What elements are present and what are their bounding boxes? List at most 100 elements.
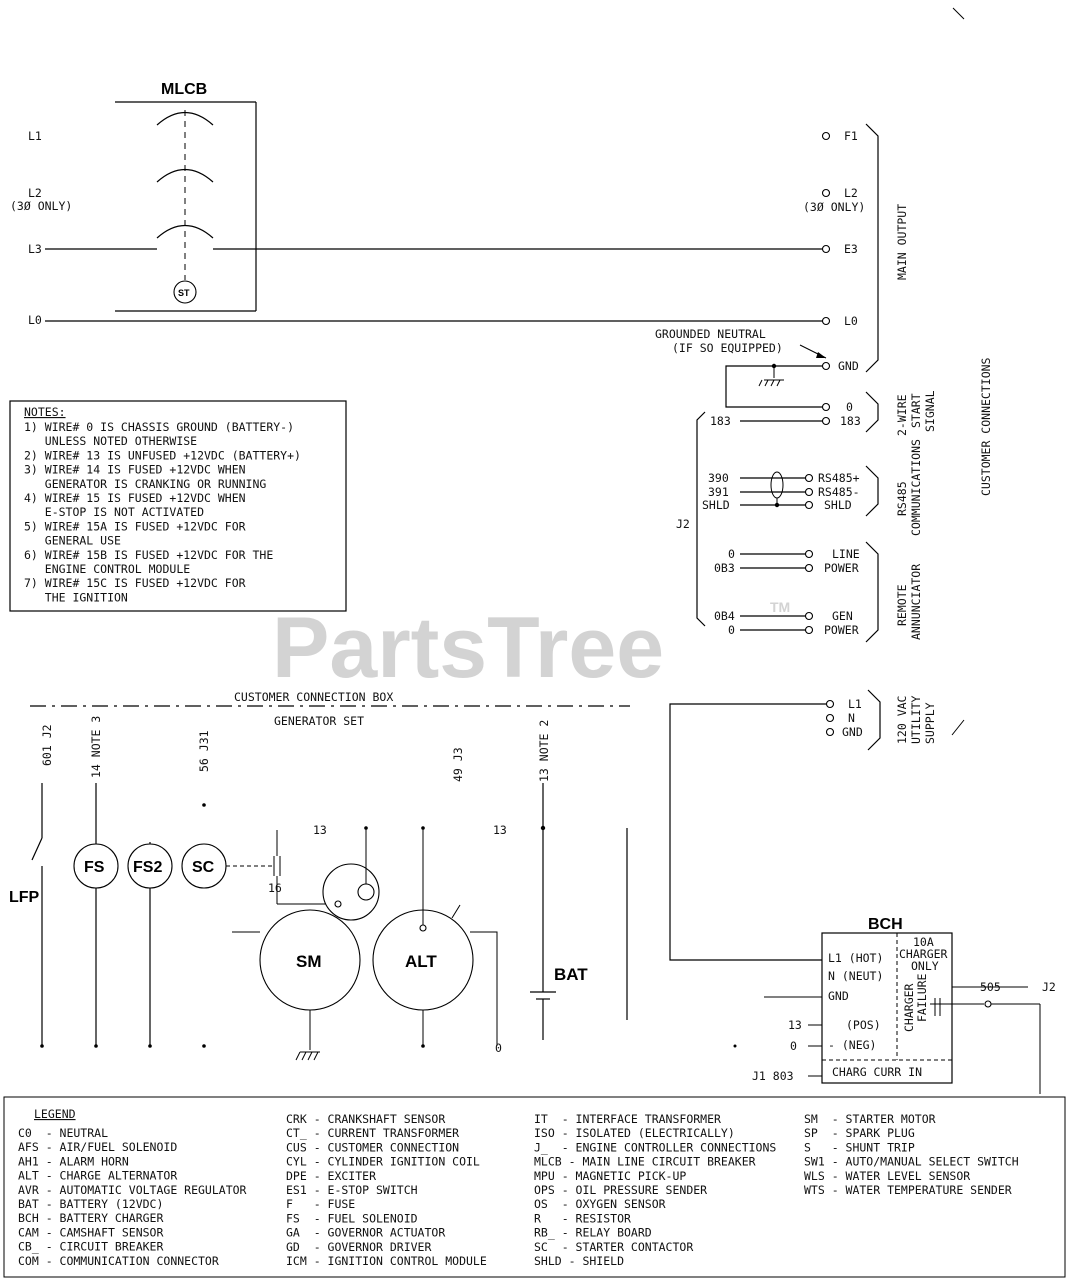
annunciator-bracket: [865, 541, 879, 643]
watermark-tm: TM: [770, 599, 790, 615]
note-line: 3) WIRE# 14 IS FUSED +12VDC WHEN: [24, 463, 246, 477]
bch-input-wires: [764, 996, 822, 1077]
legend-entry: OPS - OIL PRESSURE SENDER: [534, 1183, 707, 1197]
bch-supply-wires: [669, 703, 826, 961]
tag-56: 56 J31: [197, 730, 211, 772]
left-l3: L3: [28, 242, 42, 256]
term-183: 183: [840, 414, 861, 428]
fs2-label: FS2: [133, 859, 162, 876]
legend-entry: CRK - CRANKSHAFT SENSOR: [286, 1112, 445, 1126]
term-gen: GEN: [832, 609, 853, 623]
term-shld: SHLD: [824, 498, 852, 512]
communications-label: COMMUNICATIONS: [909, 439, 923, 536]
legend-entry: MPU - MAGNETIC PICK-UP: [534, 1169, 686, 1183]
utility-bracket: [867, 689, 881, 751]
j2-wire-0b4: 0B4: [714, 609, 735, 623]
annunciator-wires: [740, 549, 814, 635]
grounded-neutral-line2: (IF SO EQUIPPED): [672, 341, 783, 355]
legend-entry: CYL - CYLINDER IGNITION COIL: [286, 1155, 480, 1169]
term-e3: E3: [844, 242, 858, 256]
j2-wire-0c: 0: [728, 623, 735, 637]
vac-label: 120 VAC: [895, 695, 909, 744]
tag-0: 0: [495, 1041, 502, 1055]
start-label: START: [909, 393, 923, 428]
legend-entry: SC - STARTER CONTACTOR: [534, 1240, 693, 1254]
tag-13: 13 NOTE 2: [537, 720, 551, 782]
legend-entry: IT - INTERFACE TRANSFORMER: [534, 1112, 721, 1126]
alt-wiring: [419, 826, 498, 1048]
left-l1: L1: [28, 129, 42, 143]
legend-entry: F - FUSE: [286, 1197, 355, 1211]
main-output-label: MAIN OUTPUT: [895, 204, 909, 280]
start-signal-bracket: [865, 391, 879, 433]
term-f1: F1: [844, 129, 858, 143]
j2-wire-391: 391: [708, 485, 729, 499]
notes-title: NOTES:: [24, 405, 66, 419]
notes-lines: 1) WIRE# 0 IS CHASSIS GROUND (BATTERY-) …: [24, 420, 301, 604]
legend-entry: BCH - BATTERY CHARGER: [18, 1211, 163, 1225]
mlcb-label: MLCB: [161, 81, 207, 98]
bch-relay: [930, 986, 1041, 1094]
fs-label: FS: [84, 859, 105, 876]
dot-marker: [733, 1044, 737, 1048]
bch-505: 505: [980, 980, 1001, 994]
watermark-text: PartsTree: [272, 600, 664, 696]
main-output-bracket: [865, 123, 879, 373]
term-utility-l1: L1: [848, 697, 862, 711]
legend-entry: SP - SPARK PLUG: [804, 1126, 915, 1140]
legend-entry: ICM - IGNITION CONTROL MODULE: [286, 1254, 487, 1268]
j2-wire-183: 183: [710, 414, 731, 428]
term-utility-n: N: [848, 711, 855, 725]
annunciator-label: ANNUNCIATOR: [909, 564, 923, 640]
j2-wire-390: 390: [708, 471, 729, 485]
term-l2: L2: [844, 186, 858, 200]
legend-entry: ES1 - E-STOP SWITCH: [286, 1183, 418, 1197]
bch-l1: L1 (HOT): [828, 951, 883, 965]
tag-49: 49 J3: [451, 747, 465, 782]
shunt-trip-circle: [173, 280, 197, 304]
term-rs485p: RS485+: [818, 471, 860, 485]
signal-label: SIGNAL: [923, 390, 937, 432]
note-line: 4) WIRE# 15 IS FUSED +12VDC WHEN: [24, 491, 246, 505]
grounded-neutral-arrow: [799, 344, 827, 359]
bch-w13: 13: [788, 1018, 802, 1032]
bch-w0: 0: [790, 1039, 797, 1053]
starter-contact: [226, 830, 338, 905]
note-line: 5) WIRE# 15A IS FUSED +12VDC FOR: [24, 519, 246, 533]
term-line: LINE: [832, 547, 860, 561]
legend-entry: CUS - CUSTOMER CONNECTION: [286, 1140, 459, 1154]
bch-charg: CHARG CURR IN: [832, 1065, 922, 1079]
sm-label: SM: [296, 952, 322, 971]
breaker-arcs: [156, 110, 214, 280]
note-line: ENGINE CONTROL MODULE: [24, 562, 190, 576]
note-line: E-STOP IS NOT ACTIVATED: [24, 505, 204, 519]
left-l2: L2: [28, 186, 42, 200]
legend-entry: C0 - NEUTRAL: [18, 1126, 108, 1140]
two-wire-label: 2-WIRE: [895, 394, 909, 436]
lfp-switch: [31, 783, 44, 1048]
alt-label: ALT: [405, 952, 437, 971]
term-l2-note: (3Ø ONLY): [803, 200, 865, 214]
legend-entry: FS - FUEL SOLENOID: [286, 1211, 418, 1225]
utility-terminals: [825, 699, 835, 737]
bch-failure1: CHARGER: [902, 983, 916, 1032]
st-label: ST: [178, 288, 190, 298]
note-line: 7) WIRE# 15C IS FUSED +12VDC FOR: [24, 576, 246, 590]
bch-failure2: FAILURE: [915, 973, 929, 1022]
lfp-label: LFP: [9, 889, 40, 906]
legend-entry: CAM - CAMSHAFT SENSOR: [18, 1225, 163, 1239]
legend-entry: MLCB - MAIN LINE CIRCUIT BREAKER: [534, 1155, 756, 1169]
note-line: GENERATOR IS CRANKING OR RUNNING: [24, 477, 266, 491]
legend-entry: GD - GOVERNOR DRIVER: [286, 1240, 431, 1254]
notes-box: [9, 400, 347, 612]
fs2-circle: [127, 843, 173, 889]
legend-entry: GA - GOVERNOR ACTUATOR: [286, 1226, 445, 1240]
fs-circle: [73, 843, 119, 889]
j2-bus: [696, 411, 822, 627]
utility-label: UTILITY: [909, 695, 923, 744]
divider-upper-label: CUSTOMER CONNECTION BOX: [234, 690, 393, 704]
